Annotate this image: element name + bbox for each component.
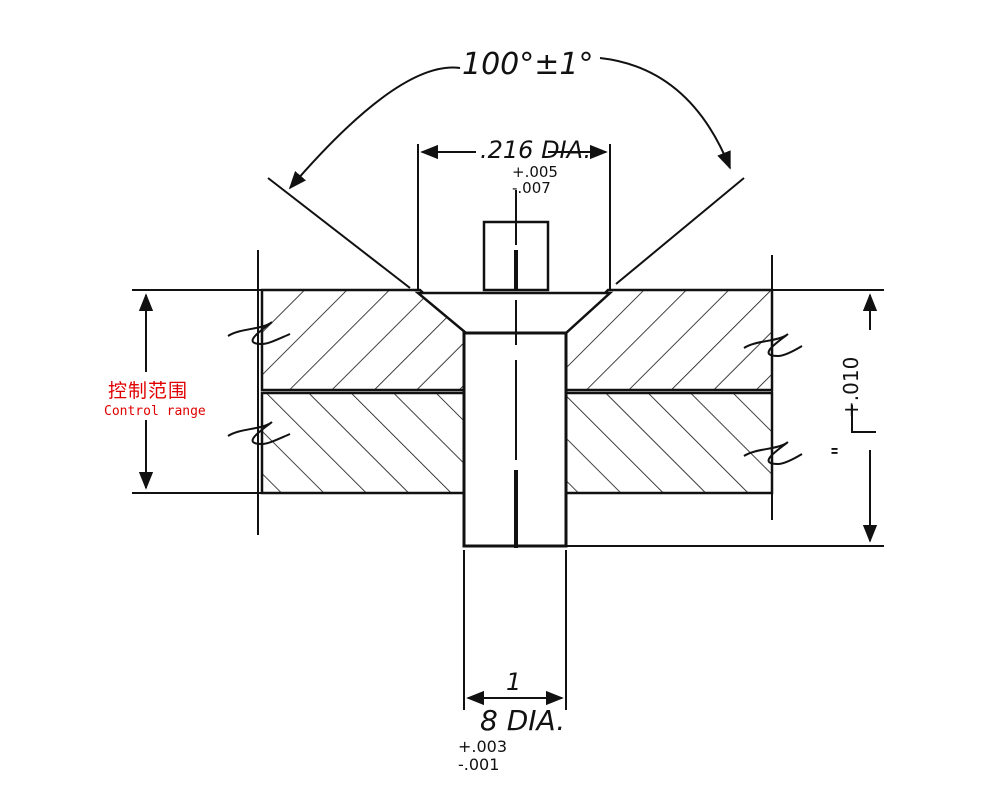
shank-num-label: 1 [506, 668, 521, 696]
angle-dimension [267, 57, 745, 289]
lower-plate [260, 391, 774, 495]
break-lines-left [227, 250, 291, 535]
head-tol-plus: +.005 [512, 163, 558, 181]
length-prefix-label: " [829, 446, 854, 456]
length-dimension [566, 289, 884, 547]
shank-tol-plus: +.003 [458, 737, 507, 756]
shank-dia-label: 8 DIA. [480, 704, 565, 737]
shank-dia-dimension [463, 550, 567, 710]
length-tol-label: +.010 [839, 357, 863, 418]
head-tol-minus: -.007 [512, 179, 551, 197]
break-lines-right [743, 255, 803, 520]
head-dia-dimension [417, 144, 611, 290]
shank-tol-minus: -.001 [458, 755, 499, 774]
angle-label: 100°±1° [462, 47, 593, 82]
control-range-dimension [132, 289, 262, 494]
head-dia-label: .216 DIA. [480, 136, 591, 164]
control-range-label-en: Control range [104, 404, 206, 419]
control-range-label-cn: 控制范围 [108, 380, 189, 402]
